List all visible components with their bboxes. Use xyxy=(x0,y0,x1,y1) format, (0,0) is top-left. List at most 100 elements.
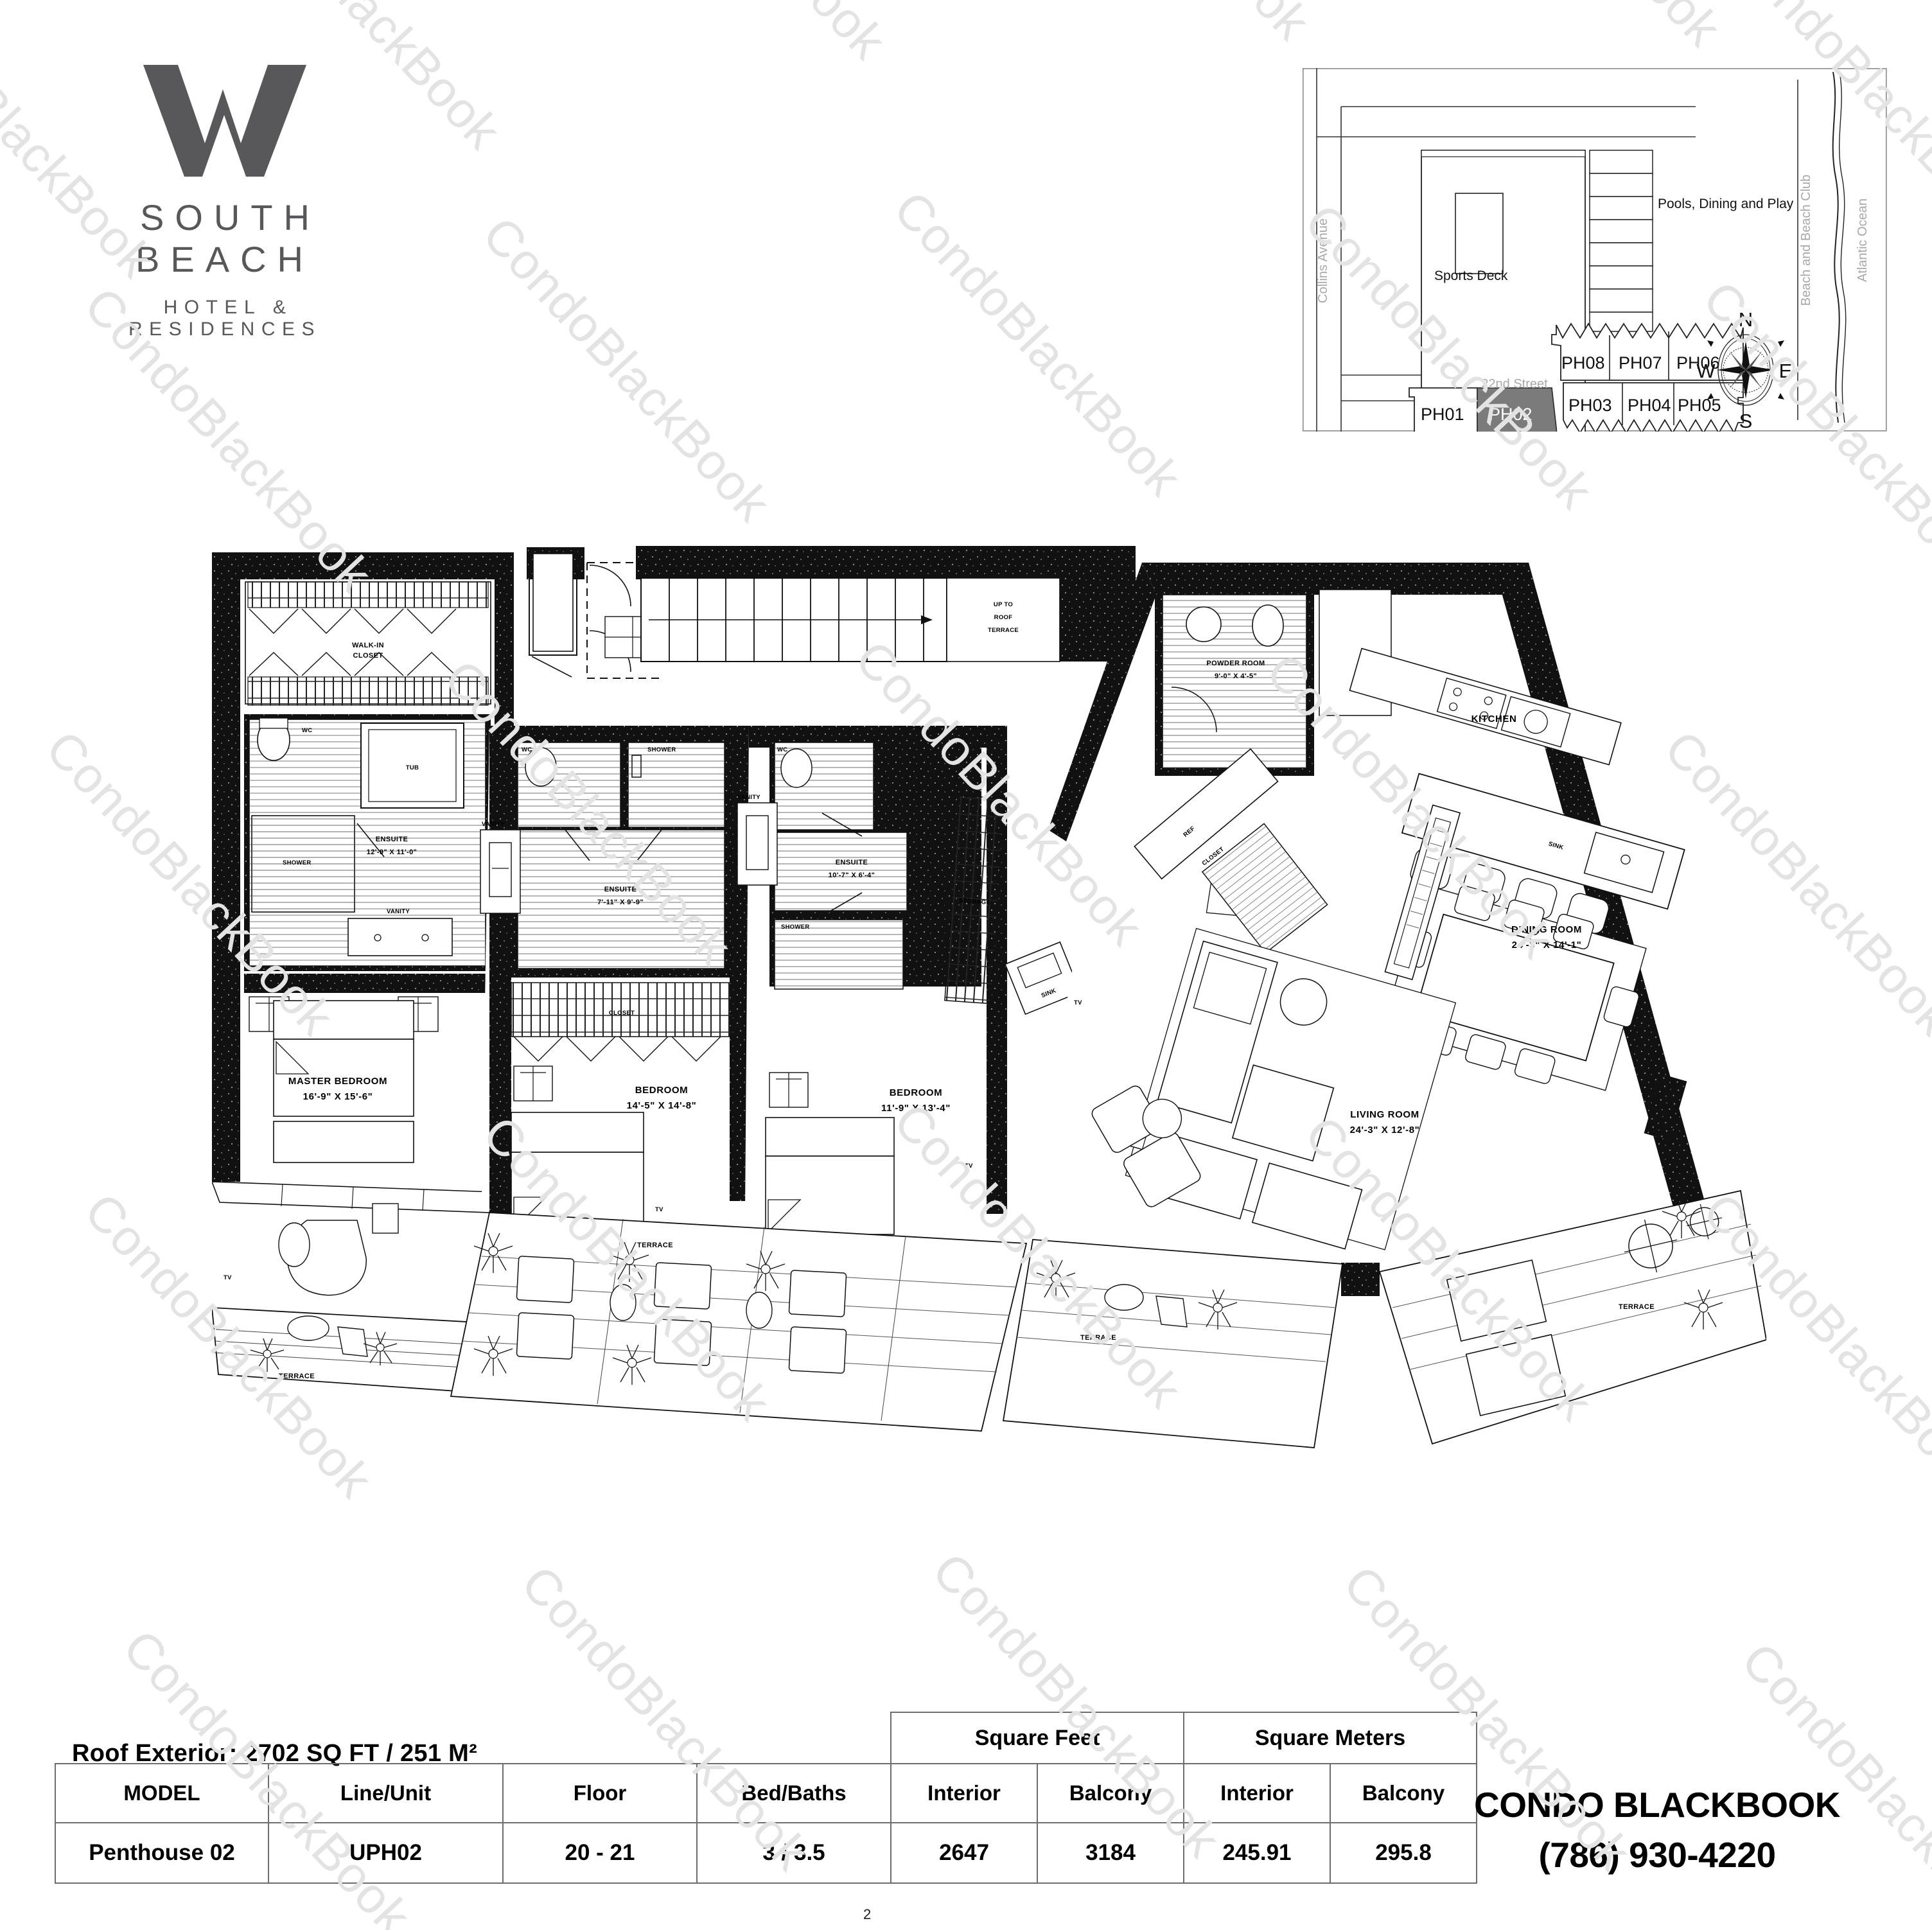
keyplan-unit-ph04: PH04 xyxy=(1628,396,1671,415)
compass-north-label: N xyxy=(1739,308,1753,331)
plant-icon-3 xyxy=(473,1233,513,1273)
room-label-bedroom-2: BEDROOM xyxy=(635,1085,689,1096)
fixture-label-tv-bed3: TV xyxy=(965,1162,973,1170)
elevator-cab xyxy=(532,553,574,652)
room-dims-powder-room: 9'-0" X 4'-5" xyxy=(1215,672,1257,680)
keyplan-unit-ph01: PH01 xyxy=(1421,405,1464,424)
brand-logo-block: SOUTH BEACH HOTEL & RESIDENCES xyxy=(58,61,392,340)
keyplan-ph-lower-block xyxy=(1563,382,1744,432)
compass-west-label: W xyxy=(1696,360,1716,382)
terrace-label-master: TERRACE xyxy=(279,1373,315,1380)
terrace-label-living: TERRACE xyxy=(1080,1334,1116,1342)
cell-sqm-interior: 245.91 xyxy=(1183,1822,1331,1884)
watermark: CondoBlackBook xyxy=(0,1696,37,1930)
watermark: CondoBlackBook xyxy=(883,180,1193,507)
w-logo-icon xyxy=(143,65,306,177)
fixture-label-shower-master: SHOWER xyxy=(283,859,312,866)
keyplan-unit-ph03: PH03 xyxy=(1568,396,1612,415)
plant-icon-9 xyxy=(1198,1289,1238,1329)
room-dims-ensuite-bed3: 10'-7" X 6'-4" xyxy=(829,872,875,879)
room-dims-bedroom-3: 11'-9" X 13'-4" xyxy=(881,1103,951,1114)
page-number: 2 xyxy=(863,1906,872,1922)
brand-name-primary: SOUTH BEACH xyxy=(136,197,321,279)
fixture-label-tv-bed2: TV xyxy=(655,1206,663,1213)
room-dims-ensuite-bed2: 7'-11" X 9'-9" xyxy=(597,899,644,906)
cell-sqm-balcony: 295.8 xyxy=(1330,1822,1477,1884)
plant-icon-10 xyxy=(1683,1289,1723,1329)
table-column-header-row: MODEL Line/Unit Floor Bed/Baths Interior… xyxy=(55,1763,1477,1823)
brand-name-secondary: HOTEL & RESIDENCES xyxy=(128,297,322,340)
plant-icon-2 xyxy=(363,1331,398,1365)
fixture-label-closet-bed2: CLOSET xyxy=(609,1010,635,1017)
room-dims-dining-room: 24'-3" X 14'-1" xyxy=(1512,940,1582,951)
roof-exterior-note: Roof Exterior: 2702 SQ FT / 251 M² xyxy=(72,1740,478,1767)
keyplan-unit-ph06: PH06 xyxy=(1676,353,1720,373)
column-header-bed-baths: Bed/Baths xyxy=(696,1763,891,1823)
fixture-label-wc-bed2: WC xyxy=(522,746,532,753)
watermark: CondoBlackBook xyxy=(1421,0,1732,58)
room-label-ensuite-master: ENSUITE xyxy=(376,836,408,843)
keyplan-sports-deck-label: Sports Deck xyxy=(1434,268,1508,283)
room-dims-ensuite-master: 12'-9" X 11'-0" xyxy=(367,848,417,856)
entry-stair-block: UP TO ROOF TERRACE xyxy=(527,546,1181,679)
keyplan-22nd-street-label: 22nd Street xyxy=(1481,377,1548,391)
room-label-powder-room: POWDER ROOM xyxy=(1206,660,1265,667)
column-header-floor: Floor xyxy=(502,1763,698,1823)
fixture-label-wc-bed3: WC xyxy=(777,746,787,753)
watermark: CondoBlackBook xyxy=(1730,1631,1932,1930)
plant-icon-1 xyxy=(250,1338,285,1372)
contact-block: CONDO BLACKBOOK (786) 930-4220 xyxy=(1426,1784,1888,1875)
cell-sqft-balcony: 3184 xyxy=(1037,1822,1184,1884)
fixture-label-vanity-bed2: VANITY xyxy=(482,821,505,828)
column-header-sqm-balcony: Balcony xyxy=(1330,1763,1477,1823)
room-label-ensuite-bed2: ENSUITE xyxy=(604,886,637,893)
contact-phone-number[interactable]: (786) 930-4220 xyxy=(1538,1835,1776,1875)
keyplan-collins-avenue-label: Collins Avenue xyxy=(1316,218,1330,303)
terrace-label-bedrooms: TERRACE xyxy=(637,1241,673,1249)
room-label-master-bedroom: MASTER BEDROOM xyxy=(288,1076,387,1087)
fixture-label-tv-master: TV xyxy=(224,1274,232,1281)
compass-rose-icon xyxy=(1707,334,1784,406)
terrace-east: TERRACE xyxy=(1378,1189,1766,1445)
cell-model: Penthouse 02 xyxy=(55,1822,269,1884)
compass-east-label: E xyxy=(1779,360,1793,382)
table-group-header-sqm: Square Meters xyxy=(1183,1712,1477,1764)
stair-note-line1: UP TO xyxy=(994,601,1013,608)
room-label-kitchen: KITCHEN xyxy=(1471,714,1517,724)
column-header-sqm-interior: Interior xyxy=(1183,1763,1331,1823)
fixture-label-tub: TUB xyxy=(406,764,419,771)
plant-icon-8 xyxy=(1036,1259,1076,1300)
terrace-bedrooms: TERRACE xyxy=(450,1212,1028,1432)
keyplan-unit-ph08: PH08 xyxy=(1561,353,1605,373)
watermark: CondoBlackBook xyxy=(1010,0,1321,51)
stair-note-line3: TERRACE xyxy=(988,627,1019,634)
room-label-living-room: LIVING ROOM xyxy=(1350,1109,1419,1120)
wing-bedroom-3: WC ENSUITE 10'-7" X 6'-4" SHOWER VANITY … xyxy=(737,726,1081,1235)
room-label-ensuite-bed3: ENSUITE xyxy=(836,859,868,866)
fixture-label-wc-master: WC xyxy=(302,727,312,734)
table-row: Penthouse 02 UPH02 20 - 21 3 / 3.5 2647 … xyxy=(55,1822,1477,1884)
room-label-dining-room: DINING ROOM xyxy=(1511,924,1582,935)
plant-icon-4 xyxy=(610,1241,649,1282)
terrace-label-east: TERRACE xyxy=(1619,1303,1655,1311)
fixture-label-vanity-master: VANITY xyxy=(387,908,410,915)
column-header-sqft-interior: Interior xyxy=(890,1763,1038,1823)
table-group-header-row: Square Feet Square Meters xyxy=(55,1712,1477,1764)
site-key-plan: Sports Deck Pools, Dining and Play PH08 … xyxy=(1303,68,1887,432)
keyplan-ph01-block xyxy=(1409,387,1478,432)
column-header-sqft-balcony: Balcony xyxy=(1037,1763,1184,1823)
column-header-line-unit: Line/Unit xyxy=(268,1763,504,1823)
watermark: CondoBlackBook xyxy=(586,0,897,71)
cell-floor: 20 - 21 xyxy=(502,1822,698,1884)
keyplan-unit-ph02: PH02 xyxy=(1489,405,1532,424)
compass-south-label: S xyxy=(1739,410,1753,432)
contact-company-name: CONDO BLACKBOOK xyxy=(1474,1785,1840,1825)
keyplan-unit-ph05: PH05 xyxy=(1678,396,1721,415)
watermark: CondoBlackBook xyxy=(471,206,782,532)
table-group-header-sqft: Square Feet xyxy=(890,1712,1184,1764)
floor-plan-drawing: WALK-IN CLOSET TUB WC SHOWER VANITY ENSU… xyxy=(212,540,1766,1503)
keyplan-atlantic-ocean-label: Atlantic Ocean xyxy=(1856,198,1870,282)
plant-icon-6 xyxy=(473,1335,513,1376)
unit-spec-table: Square Feet Square Meters MODEL Line/Uni… xyxy=(55,1712,1477,1884)
cell-sqft-interior: 2647 xyxy=(890,1822,1038,1884)
